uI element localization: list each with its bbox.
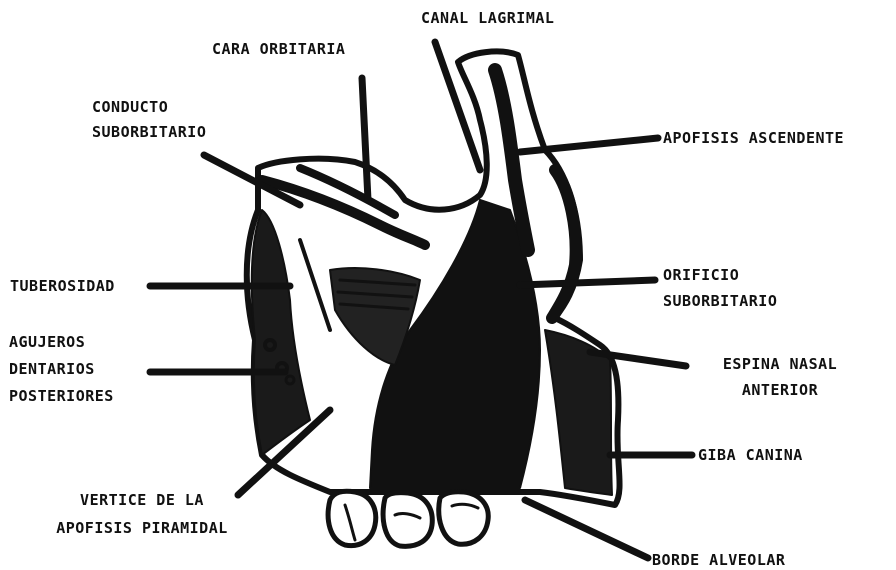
label-espina-nasal-anterior: ESPINA NASAL ANTERIOR [690, 351, 870, 403]
label-canal-lagrimal: CANAL LAGRIMAL [421, 9, 554, 27]
label-orificio-suborbitario: ORIFICIO SUBORBITARIO [663, 262, 777, 314]
leader-cara-orbitaria [362, 78, 368, 200]
label-agujeros-dentarios-posteriores: AGUJEROS DENTARIOS POSTERIORES [9, 329, 114, 410]
maxilla-bone-drawing [247, 51, 620, 546]
label-apofisis-ascendente: APOFISIS ASCENDENTE [663, 129, 844, 147]
label-giba-canina: GIBA CANINA [698, 446, 803, 464]
label-tuberosidad: TUBEROSIDAD [10, 277, 115, 295]
label-vertice-apofisis-piramidal: VERTICE DE LA APOFISIS PIRAMIDAL [42, 486, 242, 542]
leader-borde-alveolar [525, 500, 648, 558]
label-borde-alveolar: BORDE ALVEOLAR [652, 551, 785, 569]
label-conducto-suborbitario: CONDUCTO SUBORBITARIO [92, 95, 206, 145]
label-cara-orbitaria: CARA ORBITARIA [212, 40, 345, 58]
leader-orificio-suborbitario [520, 280, 655, 285]
